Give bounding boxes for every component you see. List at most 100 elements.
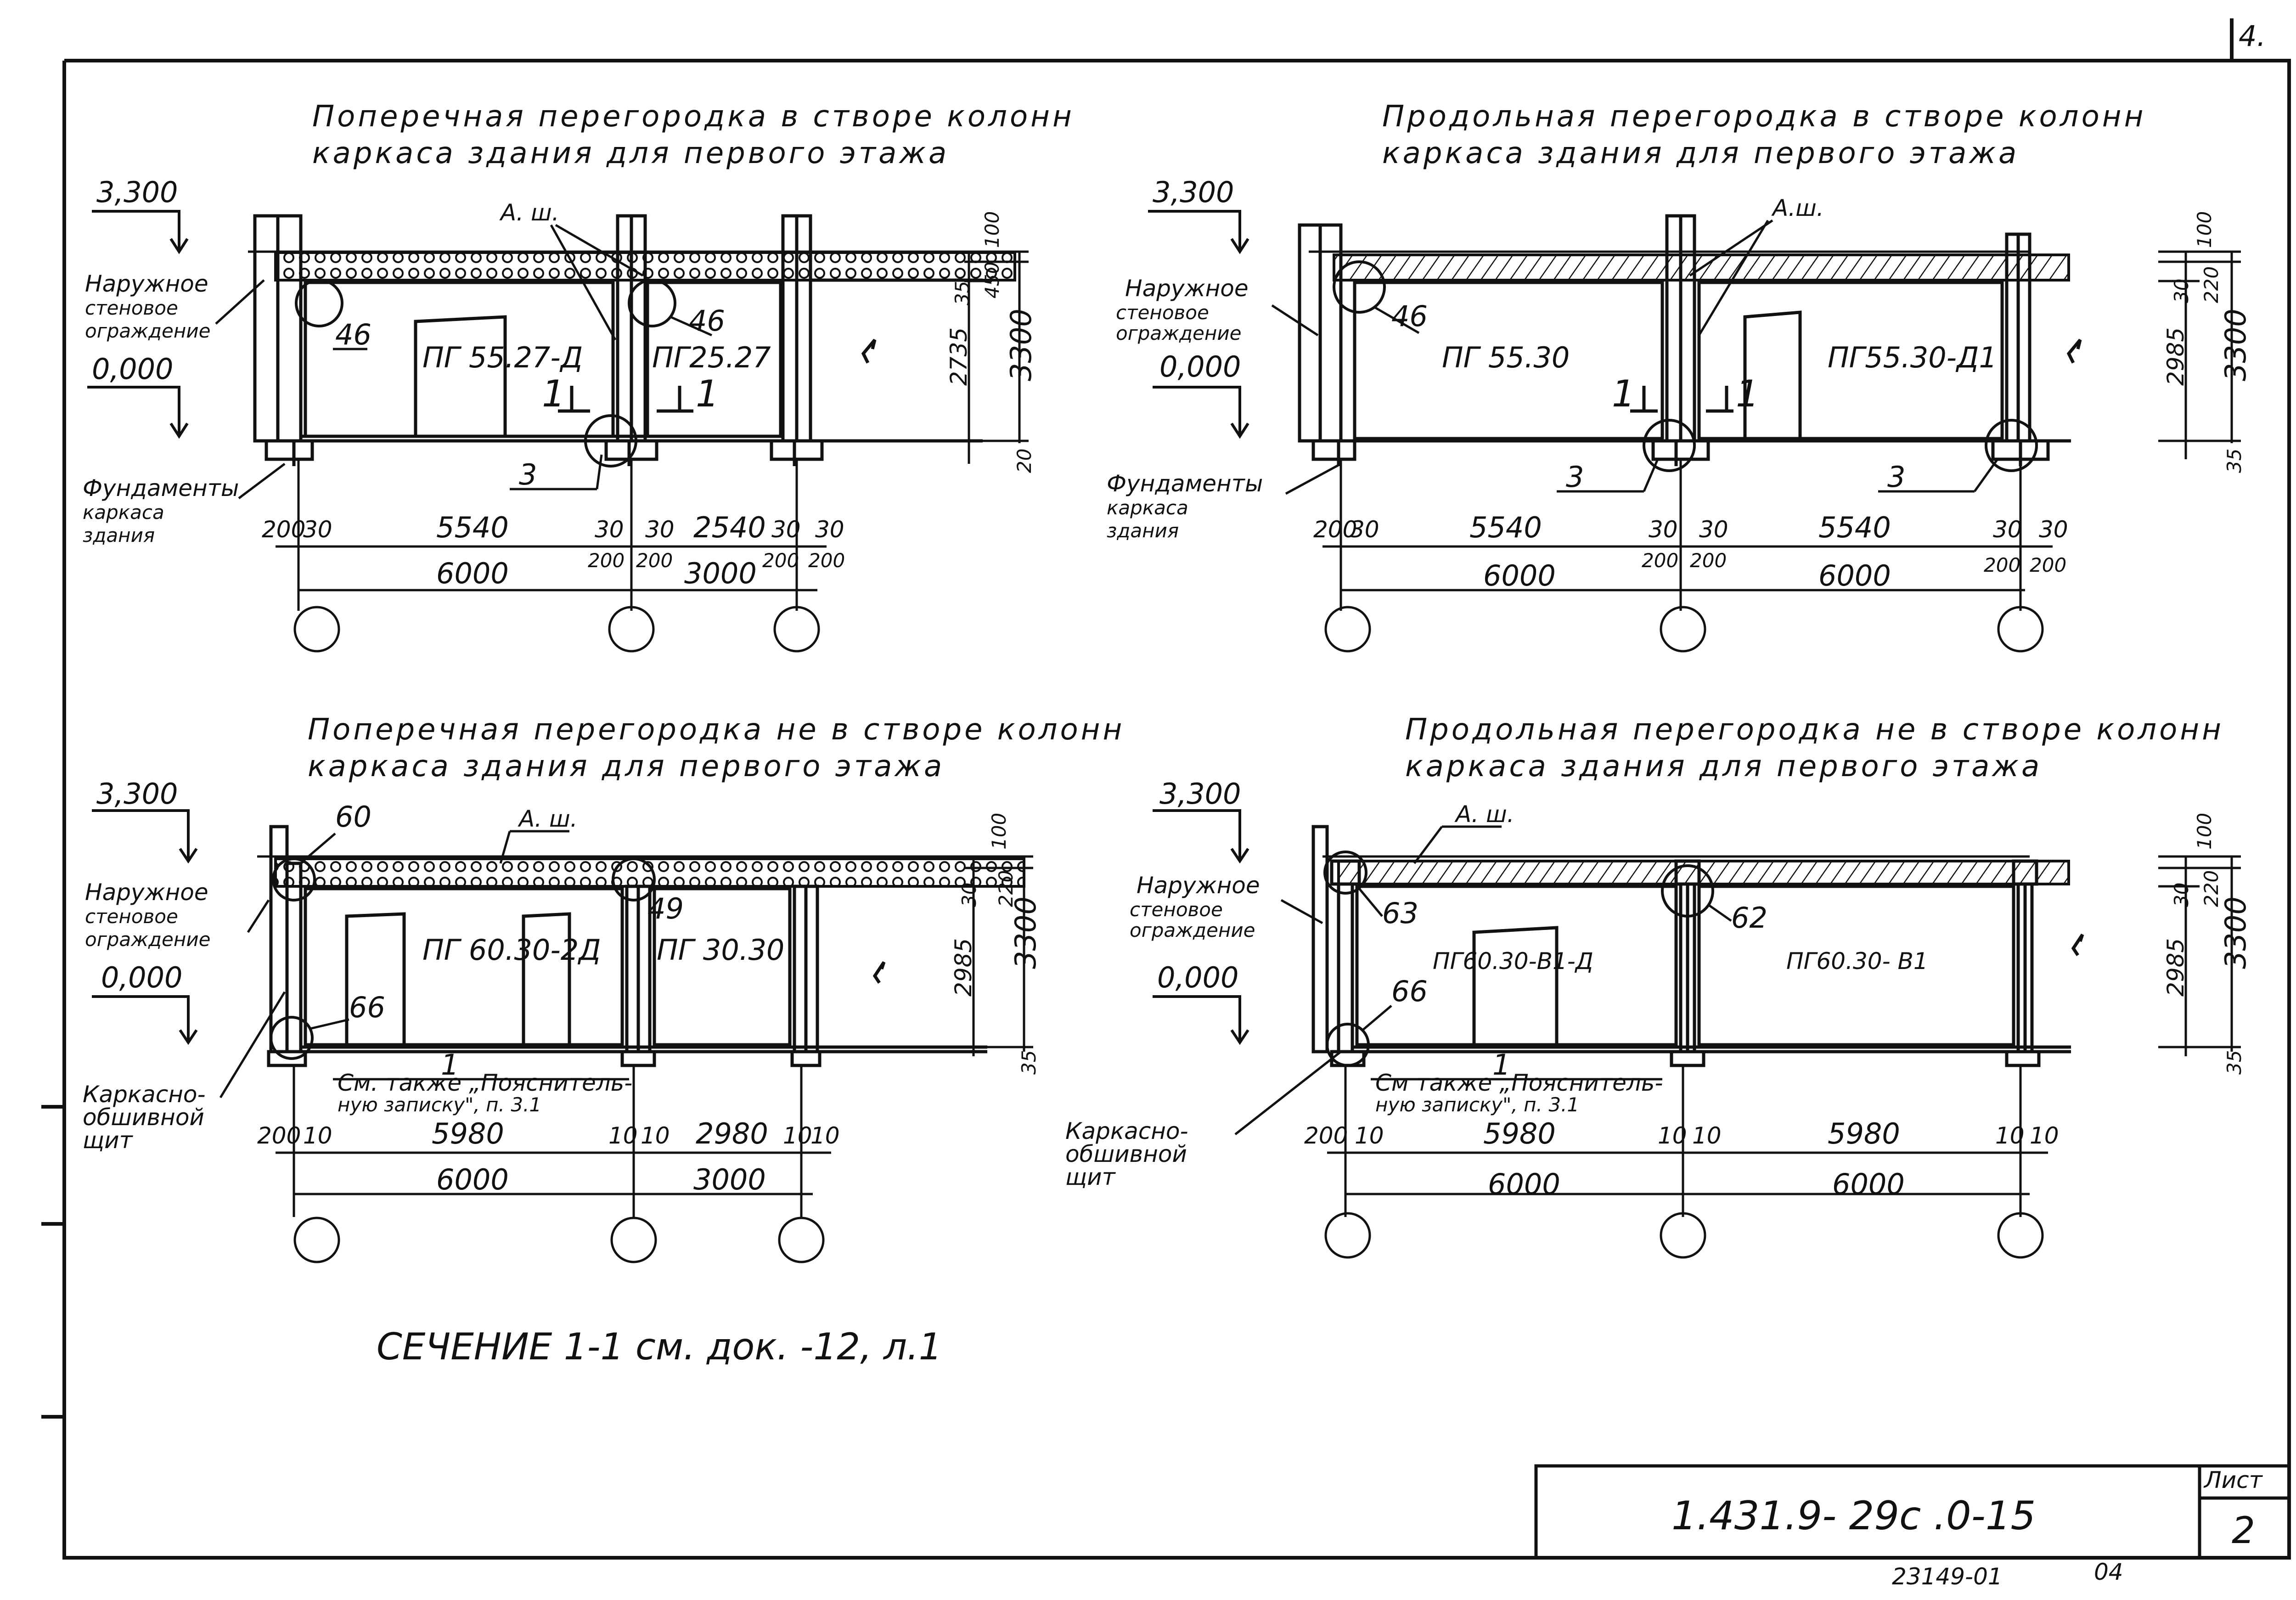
frame-panel-label-2: обшивной [83, 1104, 204, 1131]
partition-mark-a: ПГ 60.30-2Д [422, 933, 601, 967]
floor-slab [274, 857, 1025, 888]
dim-right-e: 3300 [1004, 309, 1038, 381]
dim-bottom: 200 [262, 516, 305, 543]
dim-bottom: 5540 [1818, 511, 1891, 544]
foundations-label-2: каркаса [1107, 496, 1188, 519]
dim-bottom: 5980 [432, 1117, 504, 1150]
bottom-archive-code: 23149-01 [1892, 1563, 2003, 1590]
dim-bottom: 200 [1304, 1122, 1348, 1149]
dim-bottom: 2980 [696, 1117, 768, 1150]
outer-wall-label-2: стеновое [1130, 898, 1223, 921]
panel-longitudinal-off-axis: Продольная перегородка не в створе колон… [1065, 713, 2252, 1259]
level-top-label: 3,300 [96, 777, 178, 811]
dim-bottom: 30 [815, 516, 844, 543]
panel-title-line-2: каркаса здания для первого этажа [312, 136, 949, 170]
outer-wall-label-3: ограждение [85, 320, 210, 342]
panel-transverse-off-axis: Поперечная перегородка не в створе колон… [83, 713, 1125, 1263]
dim-right-f: 35 [1018, 1050, 1040, 1075]
dim-bottom: 10 [303, 1122, 332, 1149]
dim-bottom: 2540 [693, 511, 766, 544]
dim-bottom: 10 [641, 1122, 670, 1149]
span-a: 6000 [1488, 1167, 1560, 1201]
dim-under: 200 [2030, 554, 2066, 576]
dim-bottom: 5540 [436, 511, 509, 544]
outer-wall-label-2: стеновое [85, 297, 178, 319]
dim-right-a: 100 [981, 211, 1003, 248]
dim-right-c: 30 [958, 883, 980, 907]
section-note: СЕЧЕНИЕ 1-1 см. док. -12, л.1 [377, 1325, 942, 1368]
outer-wall-label: Наружное [1137, 872, 1260, 899]
panel-title-line-1: Продольная перегородка не в створе колон… [1405, 713, 2224, 747]
node-callout-c: 66 [1391, 975, 1428, 1008]
dim-right-d: 2735 [945, 327, 972, 386]
dim-bottom: 10 [783, 1122, 812, 1149]
dim-bottom: 30 [1350, 516, 1379, 543]
foundations-label-3: здания [83, 524, 155, 546]
dim-bottom: 30 [303, 516, 332, 543]
dim-under: 200 [1984, 554, 2020, 576]
span-b: 6000 [1832, 1167, 1905, 1201]
panel-title-line-1: Поперечная перегородка не в створе колон… [308, 713, 1125, 747]
outer-wall-label-3: ограждение [1116, 322, 1241, 344]
level-zero-label: 0,000 [92, 352, 174, 386]
section-cut-a: 1 [1612, 372, 1635, 415]
level-top-label: 3,300 [96, 175, 178, 209]
ash-label: А. ш. [1454, 801, 1514, 828]
level-top-label: 3,300 [1153, 175, 1234, 209]
dim-right-a: 100 [2193, 813, 2216, 850]
dim-bottom: 10 [1692, 1122, 1722, 1149]
level-top-label: 3,300 [1159, 777, 1241, 811]
partition-mark-a: ПГ 55.30 [1442, 341, 1570, 374]
see-also-note-2: ную записку", п. 3.1 [338, 1093, 541, 1116]
frame-panel-label-2: обшивной [1065, 1141, 1187, 1167]
document-code: 1.431.9- 29с .0-15 [1671, 1493, 2036, 1539]
dim-under: 200 [808, 549, 845, 572]
node-callout-a: 63 [1382, 896, 1418, 930]
foundations-label-2: каркаса [83, 501, 164, 524]
panel-title-line-2: каркаса здания для первого этажа [1382, 136, 2019, 170]
dim-right-d: 2985 [2162, 938, 2189, 997]
dim-right-e: 3300 [1009, 896, 1042, 969]
dim-bottom: 30 [2039, 516, 2068, 543]
span-b: 3000 [693, 1163, 766, 1196]
panel-longitudinal-on-axis: Продольная перегородка в створе колонн к… [1107, 100, 2252, 653]
dim-bottom: 10 [1995, 1122, 2025, 1149]
partition-mark-b: ПГ60.30- В1 [1786, 948, 1928, 975]
dim-right-e: 3300 [2219, 309, 2252, 381]
outer-wall-label-3: ограждение [85, 928, 210, 951]
see-also-note: См также „Пояснитель- [1375, 1070, 1663, 1096]
foundations-label: Фундаменты [83, 475, 239, 501]
node-callout-c: 3 [519, 458, 537, 491]
axis-1-label: 1 [1492, 1048, 1510, 1082]
foundations-label: Фундаменты [1107, 470, 1263, 497]
dim-right-f: 35 [2223, 1050, 2245, 1075]
section-cut-a: 1 [542, 372, 565, 415]
level-zero-label: 0,000 [1157, 961, 1239, 994]
dim-right-b: 220 [2200, 870, 2223, 907]
outer-wall-label-2: стеновое [1116, 301, 1209, 324]
dim-bottom: 10 [810, 1122, 840, 1149]
dim-bottom: 10 [2030, 1122, 2059, 1149]
dim-bottom: 10 [608, 1122, 638, 1149]
level-zero-label: 0,000 [1159, 350, 1241, 383]
dim-right-c: 30 [2170, 883, 2193, 907]
sheet-label: Лист [2203, 1467, 2263, 1493]
section-cut-b: 1 [1736, 372, 1759, 415]
dim-right-b: 220 [995, 870, 1017, 907]
span-a: 6000 [436, 1163, 509, 1196]
frame-panel-label-3: щит [83, 1127, 134, 1154]
dim-bottom: 200 [1313, 516, 1357, 543]
node-callout-a: 46 [335, 318, 371, 351]
node-callout-b: 3 [1566, 460, 1584, 494]
dim-right-a: 100 [2193, 211, 2216, 248]
outer-wall-label-2: стеновое [85, 905, 178, 928]
panel-transverse-on-axis: Поперечная перегородка в створе колонн к… [83, 100, 1072, 653]
node-callout-a: 60 [335, 800, 371, 834]
foundations-label-3: здания [1107, 519, 1179, 542]
partition-mark-a: ПГ 55.27-Д [422, 341, 583, 374]
panel-title-line-1: Продольная перегородка в створе колонн [1382, 100, 2146, 134]
dim-under: 200 [1642, 549, 1678, 572]
partition-mark-a: ПГ60.30-В1-Д [1433, 948, 1593, 975]
dim-bottom: 5980 [1828, 1117, 1900, 1150]
dim-bottom: 30 [1699, 516, 1728, 543]
